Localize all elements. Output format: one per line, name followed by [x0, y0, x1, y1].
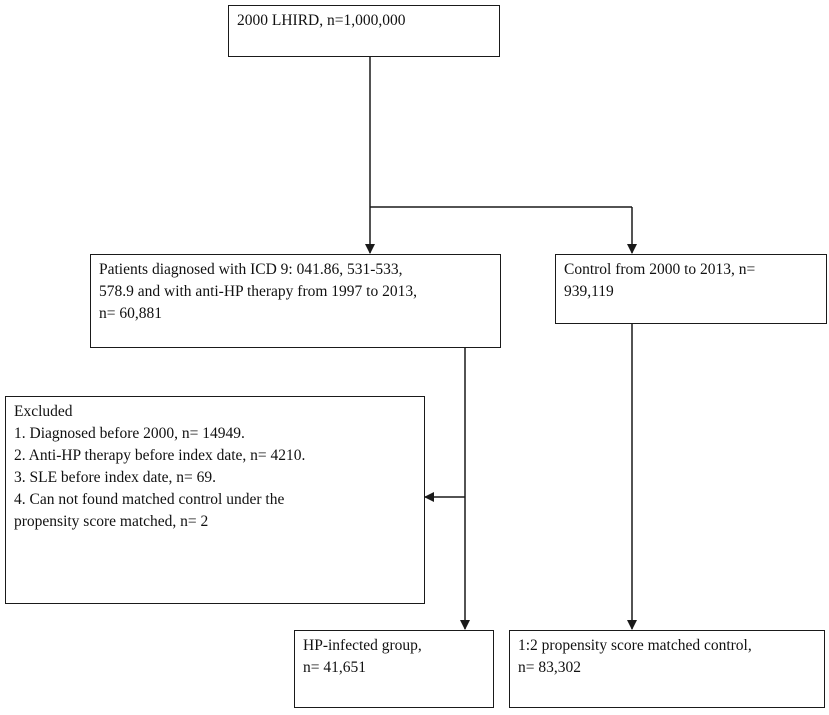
excluded-box: Excluded 1. Diagnosed before 2000, n= 14…	[5, 396, 425, 604]
control-line-2: 939,119	[564, 283, 614, 300]
excluded-item-4-cont: propensity score matched, n= 2	[14, 513, 209, 530]
control-line-1: Control from 2000 to 2013, n=	[564, 261, 756, 278]
source-box: 2000 LHIRD, n=1,000,000	[228, 5, 500, 57]
excluded-item-2: 2. Anti-HP therapy before index date, n=…	[14, 447, 306, 464]
hp-group-box: HP-infected group, n= 41,651	[294, 630, 494, 708]
hp-group-line-2: n= 41,651	[303, 659, 366, 676]
patients-line-2: 578.9 and with anti-HP therapy from 1997…	[99, 283, 417, 300]
hp-group-line-1: HP-infected group,	[303, 637, 422, 654]
source-line-1: 2000 LHIRD, n=1,000,000	[237, 12, 406, 29]
excluded-title: Excluded	[14, 403, 73, 420]
excluded-item-1: 1. Diagnosed before 2000, n= 14949.	[14, 425, 245, 442]
excluded-item-4: 4. Can not found matched control under t…	[14, 491, 285, 508]
control-box: Control from 2000 to 2013, n= 939,119	[555, 254, 827, 324]
matched-control-line-1: 1:2 propensity score matched control,	[518, 637, 752, 654]
patients-line-3: n= 60,881	[99, 305, 162, 322]
patients-box: Patients diagnosed with ICD 9: 041.86, 5…	[90, 254, 501, 348]
patients-line-1: Patients diagnosed with ICD 9: 041.86, 5…	[99, 261, 403, 278]
matched-control-box: 1:2 propensity score matched control, n=…	[509, 630, 825, 708]
matched-control-line-2: n= 83,302	[518, 659, 581, 676]
excluded-item-3: 3. SLE before index date, n= 69.	[14, 469, 217, 486]
